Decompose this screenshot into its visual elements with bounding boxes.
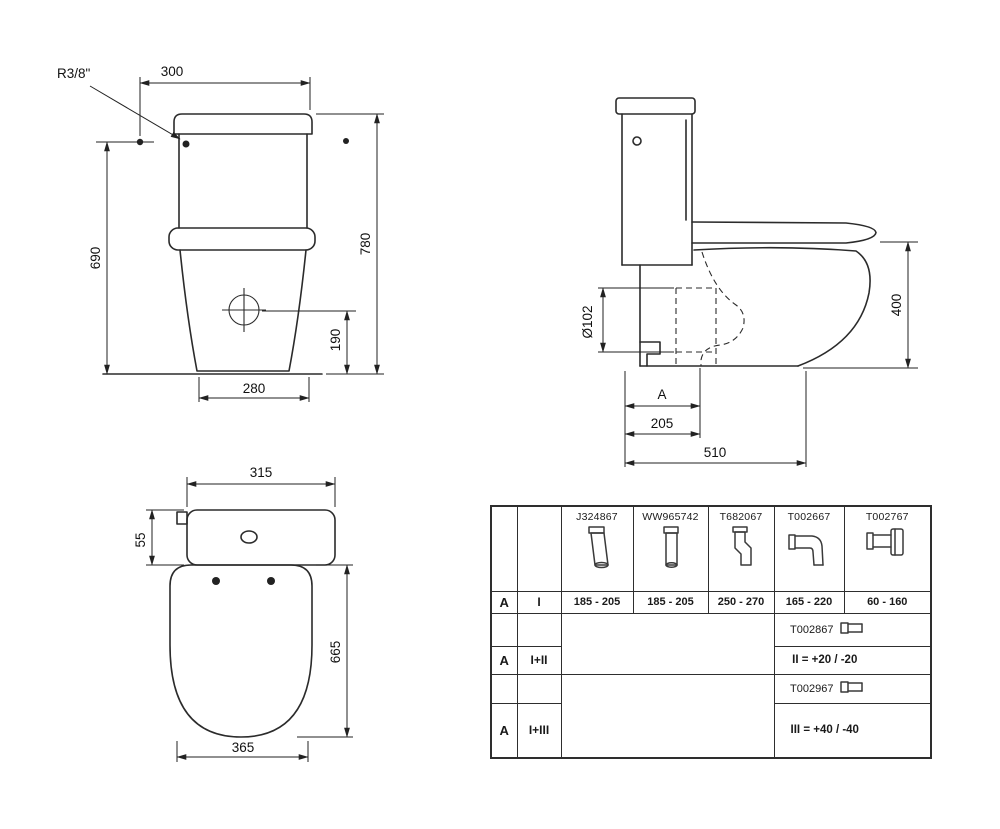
side-view-dimension-lines: [598, 241, 918, 467]
config-label: I+II: [516, 645, 562, 675]
dim-190-label: 190: [328, 329, 343, 352]
row-label: A: [490, 702, 518, 759]
front-view-labels: R3/8" 300 690 780 190 280: [57, 64, 373, 396]
side-view-hidden-trap-lines: [675, 251, 745, 366]
empty-span-cell: [560, 673, 775, 759]
adjustment-range: 250 - 270: [707, 590, 775, 614]
dim-55-label: 55: [133, 532, 148, 547]
empty-span-cell: [560, 612, 775, 675]
empty-cell: [516, 505, 562, 592]
product-cell: J324867: [560, 505, 634, 592]
product-code: WW965742: [642, 511, 699, 523]
row-label: A: [490, 645, 518, 675]
dim-a-label: A: [657, 387, 666, 402]
dim-365-label: 365: [232, 740, 255, 755]
accessory-code: T002967: [790, 682, 834, 695]
accessory-row: T002867: [490, 612, 932, 675]
dim-205-label: 205: [651, 416, 674, 431]
accessory-cell: T002967: [773, 673, 932, 704]
empty-cell: [516, 612, 562, 647]
front-view-drain-symbol: [222, 288, 266, 332]
side-view-outline: [615, 97, 877, 367]
side-view-labels: Ø102 400 A 205 510: [580, 294, 904, 460]
angled-pipe-connector-icon: [562, 525, 632, 571]
dim-315-label: 315: [250, 465, 273, 480]
dim-510-label: 510: [704, 445, 727, 460]
adjustment-note-row: A I+III III = +40 / -40: [490, 702, 932, 759]
product-code: T002667: [787, 511, 831, 523]
bend-pipe-connector-icon: [775, 525, 843, 571]
dim-665-label: 665: [328, 641, 343, 664]
product-cell: T002767: [843, 505, 932, 592]
front-view-outline: [102, 113, 323, 375]
adjustment-range: 185 - 205: [632, 590, 709, 614]
empty-cell: [490, 673, 518, 704]
top-view-hinge-points: [212, 577, 275, 585]
table-header-row: J324867 WW965742 T682067 T002667 T002767: [490, 505, 932, 592]
product-cell: T682067: [707, 505, 775, 592]
dim-300-label: 300: [161, 64, 184, 79]
dim-400-label: 400: [889, 294, 904, 317]
dim-780-label: 780: [358, 233, 373, 256]
adjustment-range: 60 - 160: [843, 590, 932, 614]
config-label: I: [516, 590, 562, 614]
accessory-code: T002867: [790, 623, 834, 636]
empty-cell: [490, 505, 518, 592]
offset-pipe-connector-icon: [709, 525, 773, 571]
adjustment-note-row: A I+II II = +20 / -20: [490, 645, 932, 675]
top-view-labels: 315 55 665 365: [133, 465, 343, 755]
adjustment-note: II = +20 / -20: [773, 645, 932, 675]
dim-280-label: 280: [243, 381, 266, 396]
empty-cell: [516, 673, 562, 704]
product-code: T002767: [865, 511, 909, 523]
accessory-cell: T002867: [773, 612, 932, 647]
socket-elbow-connector-icon: [845, 525, 930, 567]
empty-cell: [490, 612, 518, 647]
top-view-dimension-lines: [146, 477, 353, 762]
straight-pipe-connector-icon: [634, 525, 707, 571]
top-view-outline: [169, 509, 336, 738]
adjustment-range: 185 - 205: [560, 590, 634, 614]
extension-sleeve-icon: [840, 620, 866, 639]
front-view-dimension-lines: [89, 77, 384, 402]
extension-sleeve-icon: [840, 679, 866, 698]
accessory-row: T002967: [490, 673, 932, 759]
inlet-dimension-label: R3/8": [57, 66, 91, 81]
connector-compatibility-table: J324867 WW965742 T682067 T002667 T002767: [490, 505, 932, 759]
dim-outlet-diameter-label: Ø102: [580, 305, 595, 338]
product-cell: WW965742: [632, 505, 709, 592]
dim-690-label: 690: [88, 247, 103, 270]
row-label: A: [490, 590, 518, 614]
adjustment-range: 165 - 220: [773, 590, 845, 614]
adjustment-note: III = +40 / -40: [773, 702, 932, 759]
config-label: I+III: [516, 702, 562, 759]
product-code: T682067: [719, 511, 763, 523]
front-view-connection-points: [136, 138, 349, 148]
product-code: J324867: [576, 511, 618, 523]
product-cell: T002667: [773, 505, 845, 592]
table-range-row: A I 185 - 205 185 - 205 250 - 270 165 - …: [490, 590, 932, 614]
